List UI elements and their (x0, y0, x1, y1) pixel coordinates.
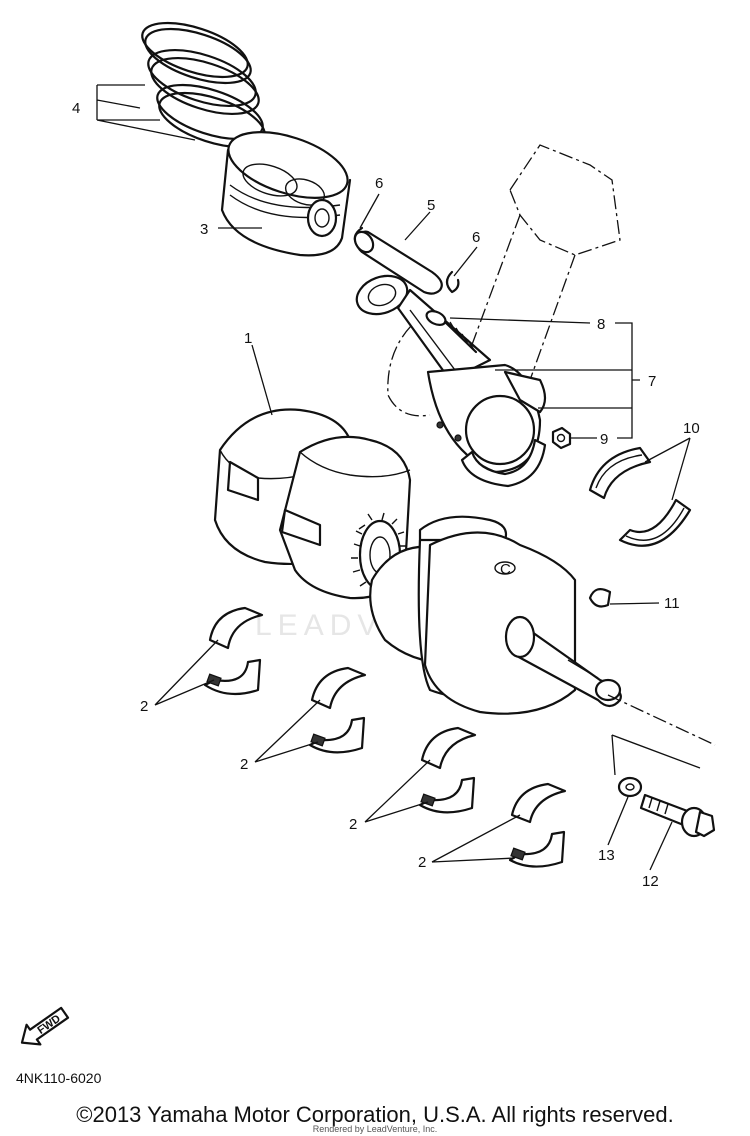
callout-10: 10 (683, 420, 700, 437)
callout-6-left: 6 (375, 175, 383, 192)
callout-1: 1 (244, 330, 252, 347)
flange-bolt (639, 793, 716, 838)
copyright-text: ©2013 Yamaha Motor Corporation, U.S.A. A… (76, 1102, 674, 1127)
callout-5: 5 (427, 197, 435, 214)
callouts: 4 3 6 5 6 8 7 9 1 10 11 2 2 2 2 13 12 (72, 100, 700, 890)
crankshaft: C (213, 408, 622, 715)
rod-bolt (425, 310, 478, 354)
callout-13: 13 (598, 847, 615, 864)
callout-8: 8 (597, 316, 605, 333)
callout-4: 4 (72, 100, 80, 117)
main-bearing-3 (418, 726, 477, 814)
callout-6-right: 6 (472, 229, 480, 246)
cylinder-outline (387, 144, 621, 417)
big-end-bearings (588, 446, 692, 547)
piston-pin (353, 230, 443, 295)
callout-2-c: 2 (349, 816, 357, 833)
fwd-arrow-icon: FWD (20, 1006, 70, 1046)
callout-2-a: 2 (140, 698, 148, 715)
callout-3: 3 (200, 221, 208, 238)
main-bearing-2 (308, 666, 367, 754)
woodruff-key (588, 587, 612, 608)
callout-2-d: 2 (418, 854, 426, 871)
callout-7: 7 (648, 373, 656, 390)
circlip-right (445, 270, 460, 294)
callout-9: 9 (600, 431, 608, 448)
connecting-rod (355, 274, 547, 488)
main-bearing-1 (203, 606, 264, 696)
svg-text:C: C (500, 561, 511, 578)
callout-12: 12 (642, 873, 659, 890)
callout-2-b: 2 (240, 756, 248, 773)
main-bearing-4 (508, 782, 567, 868)
washer (617, 776, 643, 798)
piston (220, 131, 352, 257)
rod-nut (551, 426, 572, 450)
callout-11: 11 (664, 595, 680, 612)
rendered-by-text: Rendered by LeadVenture, Inc. (312, 1124, 438, 1134)
part-number: 4NK110-6020 (16, 1070, 102, 1086)
leader-lines (96, 84, 691, 871)
